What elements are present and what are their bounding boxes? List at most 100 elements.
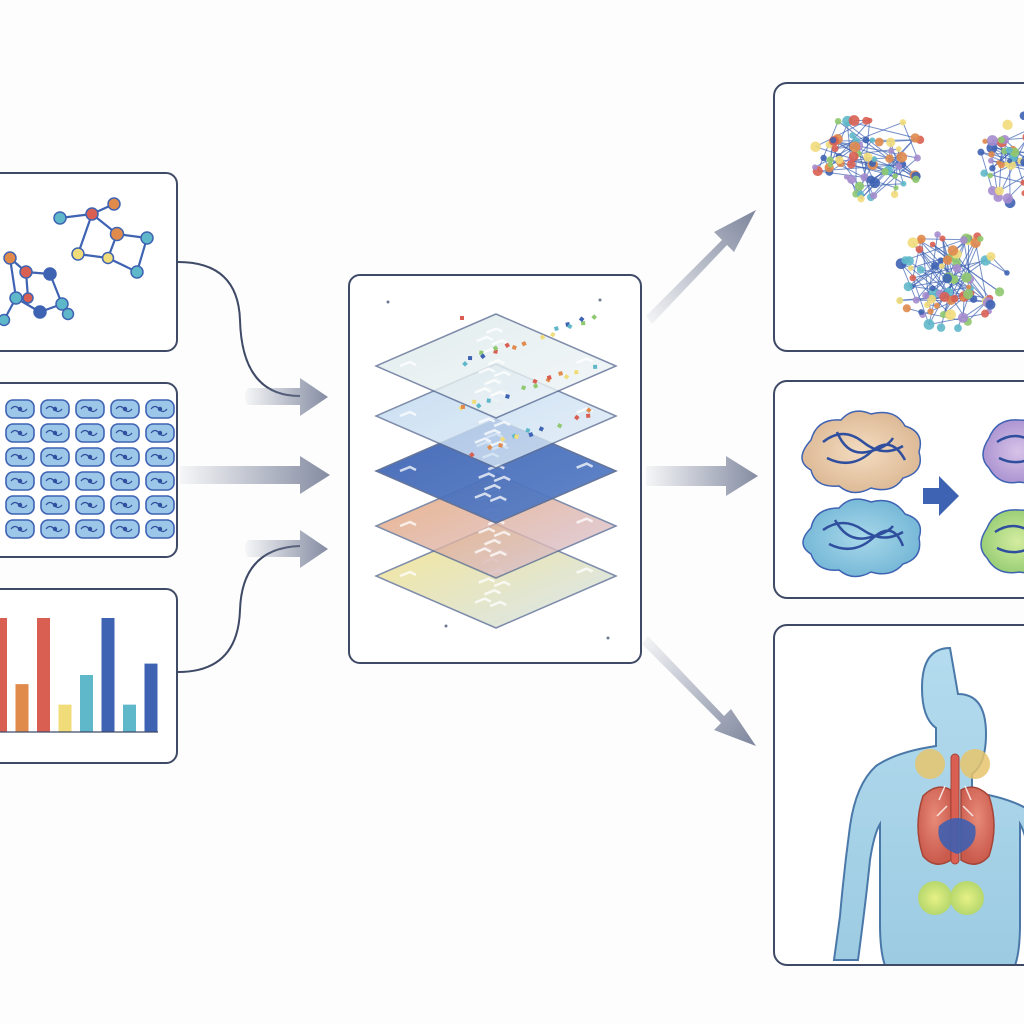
particle [574,414,580,421]
particle [532,378,538,384]
protein-cluster [810,115,925,203]
output-panel-human-body [773,624,1024,966]
particle [585,407,592,413]
chart-bar [58,704,72,732]
particle [468,356,473,361]
cell-item [145,519,175,539]
cell-item [110,447,140,467]
particle [472,399,477,404]
particle [475,403,482,409]
chart-bar [15,684,29,732]
dust-dot [606,636,610,640]
cell-item [5,399,35,419]
chart-bar [123,704,136,732]
dust-dot [444,624,448,628]
cell-item [110,471,140,491]
particle [487,444,493,451]
particle [492,345,499,351]
cell-item [5,519,35,539]
particle [538,426,544,432]
cell-item [75,495,105,515]
cell-item [75,423,105,443]
cell-item [145,399,175,419]
particle [550,332,556,338]
protein-cluster [977,111,1024,209]
protein-cluster [895,231,1010,332]
arrow-chart-to-center [245,530,328,568]
data-layer [374,313,618,419]
particle [586,413,591,418]
particle [553,326,559,331]
particle [563,374,570,380]
particle [514,434,519,440]
particle [505,394,510,399]
dust-dot [598,298,602,302]
cell-item [75,399,105,419]
organ-left-yellow [915,749,945,779]
cell-item [145,495,175,515]
cell-item [110,423,140,443]
heart-organ [938,818,976,854]
particle [546,374,552,380]
cell-item [5,447,35,467]
cell-item [110,519,140,539]
cell-item [40,399,70,419]
protein-purple-blob [982,419,1024,484]
connector-bar-chart [177,545,301,673]
particle [558,371,563,376]
cell-item [40,495,70,515]
organ-right-yellow [960,749,990,779]
cell-item [110,399,140,419]
protein-blue-blob [802,498,922,578]
particle [525,427,531,433]
human-organs-icon [832,646,1024,964]
arrow-center-to-clusters [646,210,756,324]
particle [533,383,539,389]
cell-item [145,447,175,467]
arrow-cells-to-center [180,456,330,494]
lung-left [917,786,952,865]
particle [479,350,484,355]
particle [469,451,475,458]
cell-item [5,495,35,515]
particle [556,423,563,429]
cell-item [110,495,140,515]
arrow-center-to-body [642,636,756,746]
input-panel-bar-chart [0,588,178,764]
protein-green-blob [980,509,1024,574]
particle [498,443,503,448]
particle [521,385,527,391]
input-panel-molecule [0,172,178,352]
organ-left-kidney [918,881,952,915]
particle [480,353,486,360]
cell-item [40,423,70,443]
arrow-molecule-to-center [245,378,328,416]
protein-transform-icon [801,410,1024,578]
cell-item [40,447,70,467]
particle [460,404,465,409]
chart-bar [0,618,7,732]
output-panel-protein-clusters [773,82,1024,352]
chart-bar [80,675,93,732]
particle [593,364,598,369]
transform-arrow-icon [923,476,959,516]
protein-tan-blob [801,410,922,494]
chart-bar [144,663,158,732]
cell-item [145,471,175,491]
chart-bar [101,618,115,732]
particle [581,321,586,326]
cell-item [5,471,35,491]
layer-stack-icon [374,298,618,640]
connector-molecule [177,261,301,397]
protein-cluster-icon [810,111,1024,332]
particle [486,398,492,403]
particle [460,316,464,320]
cell-item [75,447,105,467]
particle [521,341,527,347]
particle [504,342,511,349]
arrow-center-to-transform [646,456,758,496]
cell-item [40,471,70,491]
cell-item [145,423,175,443]
cell-array-icon [5,399,175,539]
